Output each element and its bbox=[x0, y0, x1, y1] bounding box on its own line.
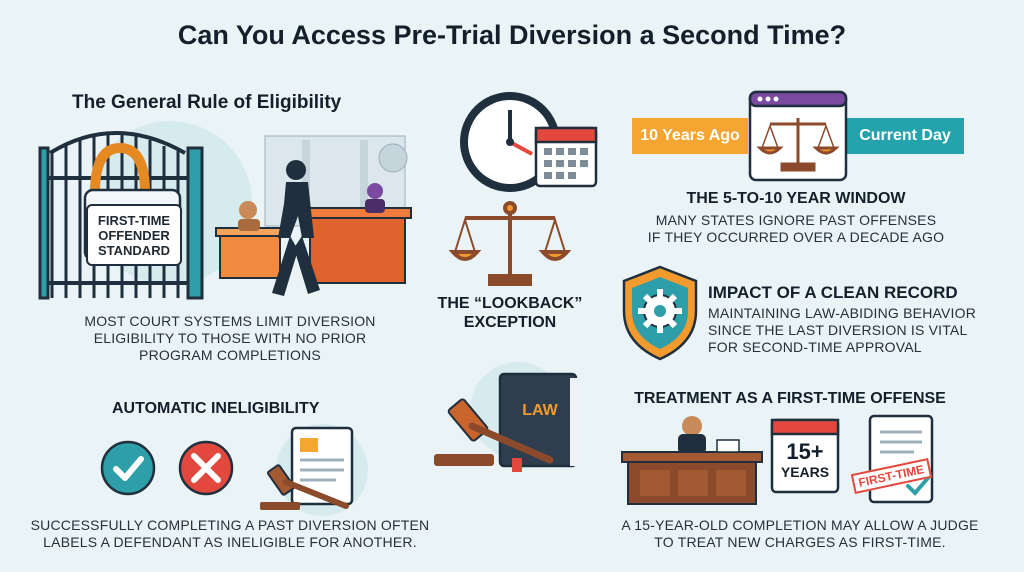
first-time-offender-sign: FIRST-TIME OFFENDER STANDARD bbox=[86, 204, 182, 266]
first-time-caption-2: TO TREAT NEW CHARGES AS FIRST-TIME. bbox=[654, 534, 946, 550]
law-book-illustration bbox=[434, 362, 578, 472]
browser-window-icon bbox=[748, 90, 848, 182]
shield-gear-illustration bbox=[622, 265, 698, 361]
gear-icon bbox=[638, 289, 682, 333]
law-book-label: LAW bbox=[522, 402, 558, 419]
checkmark-icon bbox=[100, 440, 156, 496]
first-time-caption-1: A 15-YEAR-OLD COMPLETION MAY ALLOW A JUD… bbox=[621, 517, 979, 533]
sign-line-3: STANDARD bbox=[98, 242, 170, 258]
ineligibility-heading: AUTOMATIC INELIGIBILITY bbox=[112, 400, 320, 417]
page-title: Can You Access Pre-Trial Diversion a Sec… bbox=[177, 20, 847, 50]
window-caption: MANY STATES IGNORE PAST OFFENSES IF THEY… bbox=[626, 212, 966, 246]
general-rule-heading: The General Rule of Eligibility bbox=[72, 92, 342, 113]
ten-years-ago-tag: 10 Years Ago bbox=[632, 118, 748, 154]
calendar-icon bbox=[534, 126, 598, 188]
general-rule-caption: MOST COURT SYSTEMS LIMIT DIVERSION ELIGI… bbox=[60, 313, 400, 364]
general-rule-caption-1: MOST COURT SYSTEMS LIMIT DIVERSION bbox=[84, 313, 376, 329]
clean-record-caption-2: SINCE THE LAST DIVERSION IS VITAL bbox=[708, 322, 968, 338]
judge-bench-icon bbox=[621, 416, 763, 505]
general-rule-caption-2: ELIGIBILITY TO THOSE WITH NO PRIOR bbox=[93, 330, 367, 346]
gavel-icon bbox=[260, 464, 349, 510]
calendar-years: 15+ YEARS bbox=[772, 439, 838, 481]
lookback-label-2: EXCEPTION bbox=[463, 314, 557, 331]
lookback-illustration bbox=[448, 92, 598, 286]
clean-record-caption-1: MAINTAINING LAW-ABIDING BEHAVIOR bbox=[708, 305, 977, 321]
courtroom-icon bbox=[215, 135, 412, 284]
ineligibility-caption-1: SUCCESSFULLY COMPLETING A PAST DIVERSION… bbox=[30, 517, 430, 533]
calendar-number: 15+ bbox=[786, 439, 824, 464]
current-day-tag: Current Day bbox=[846, 118, 964, 154]
first-time-caption: A 15-YEAR-OLD COMPLETION MAY ALLOW A JUD… bbox=[600, 517, 1000, 551]
window-caption-1: MANY STATES IGNORE PAST OFFENSES bbox=[655, 212, 937, 228]
browser-scales-illustration bbox=[748, 90, 848, 182]
document-icon bbox=[290, 426, 354, 506]
sign-line-2: OFFENDER bbox=[98, 227, 170, 243]
law-gavel-icon bbox=[434, 398, 554, 466]
walking-person-icon bbox=[272, 160, 320, 296]
general-rule-caption-3: PROGRAM COMPLETIONS bbox=[139, 347, 321, 363]
window-scales-icon bbox=[756, 118, 840, 172]
scales-icon bbox=[448, 201, 572, 286]
years-calendar-icon bbox=[770, 418, 840, 494]
clean-record-heading: IMPACT OF A CLEAN RECORD bbox=[708, 283, 958, 302]
ineligibility-illustration bbox=[100, 424, 368, 516]
lookback-label: THE “LOOKBACK” EXCEPTION bbox=[430, 294, 590, 332]
sign-line-1: FIRST-TIME bbox=[97, 212, 171, 228]
clean-record-caption-3: FOR SECOND-TIME APPROVAL bbox=[708, 339, 922, 355]
clean-record-caption: MAINTAINING LAW-ABIDING BEHAVIOR SINCE T… bbox=[708, 305, 1008, 356]
first-time-heading: TREATMENT AS A FIRST-TIME OFFENSE bbox=[634, 390, 946, 407]
ineligibility-caption-2: LABELS A DEFENDANT AS INELIGIBLE FOR ANO… bbox=[43, 534, 417, 550]
x-mark-icon bbox=[178, 440, 234, 496]
window-heading: THE 5-TO-10 YEAR WINDOW bbox=[686, 190, 906, 207]
lookback-label-1: THE “LOOKBACK” bbox=[437, 295, 583, 312]
calendar-unit: YEARS bbox=[780, 464, 830, 480]
ineligibility-caption: SUCCESSFULLY COMPLETING A PAST DIVERSION… bbox=[30, 517, 430, 551]
window-caption-2: IF THEY OCCURRED OVER A DECADE AGO bbox=[647, 229, 945, 245]
